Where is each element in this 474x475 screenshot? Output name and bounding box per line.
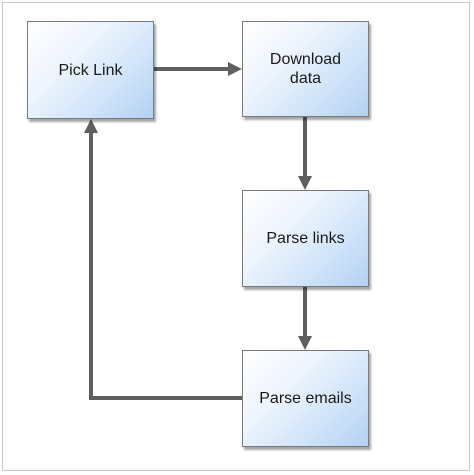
node-parse-links-label: Parse links — [266, 230, 345, 247]
arrowhead-download — [228, 62, 242, 76]
node-download-data[interactable]: Download data — [242, 21, 369, 117]
node-download-data-label: Download data — [269, 51, 342, 87]
node-parse-emails[interactable]: Parse emails — [242, 350, 369, 447]
node-pick-link-label: Pick Link — [58, 61, 123, 79]
arrowhead-parse-emails — [298, 336, 312, 350]
arrow-parse-emails-to-pick — [89, 131, 242, 400]
arrowhead-pick — [84, 119, 98, 133]
node-pick-link[interactable]: Pick Link — [27, 21, 154, 119]
arrowhead-parse-links — [298, 176, 312, 190]
node-parse-links[interactable]: Parse links — [242, 190, 369, 287]
node-parse-emails-label: Parse emails — [259, 390, 352, 407]
